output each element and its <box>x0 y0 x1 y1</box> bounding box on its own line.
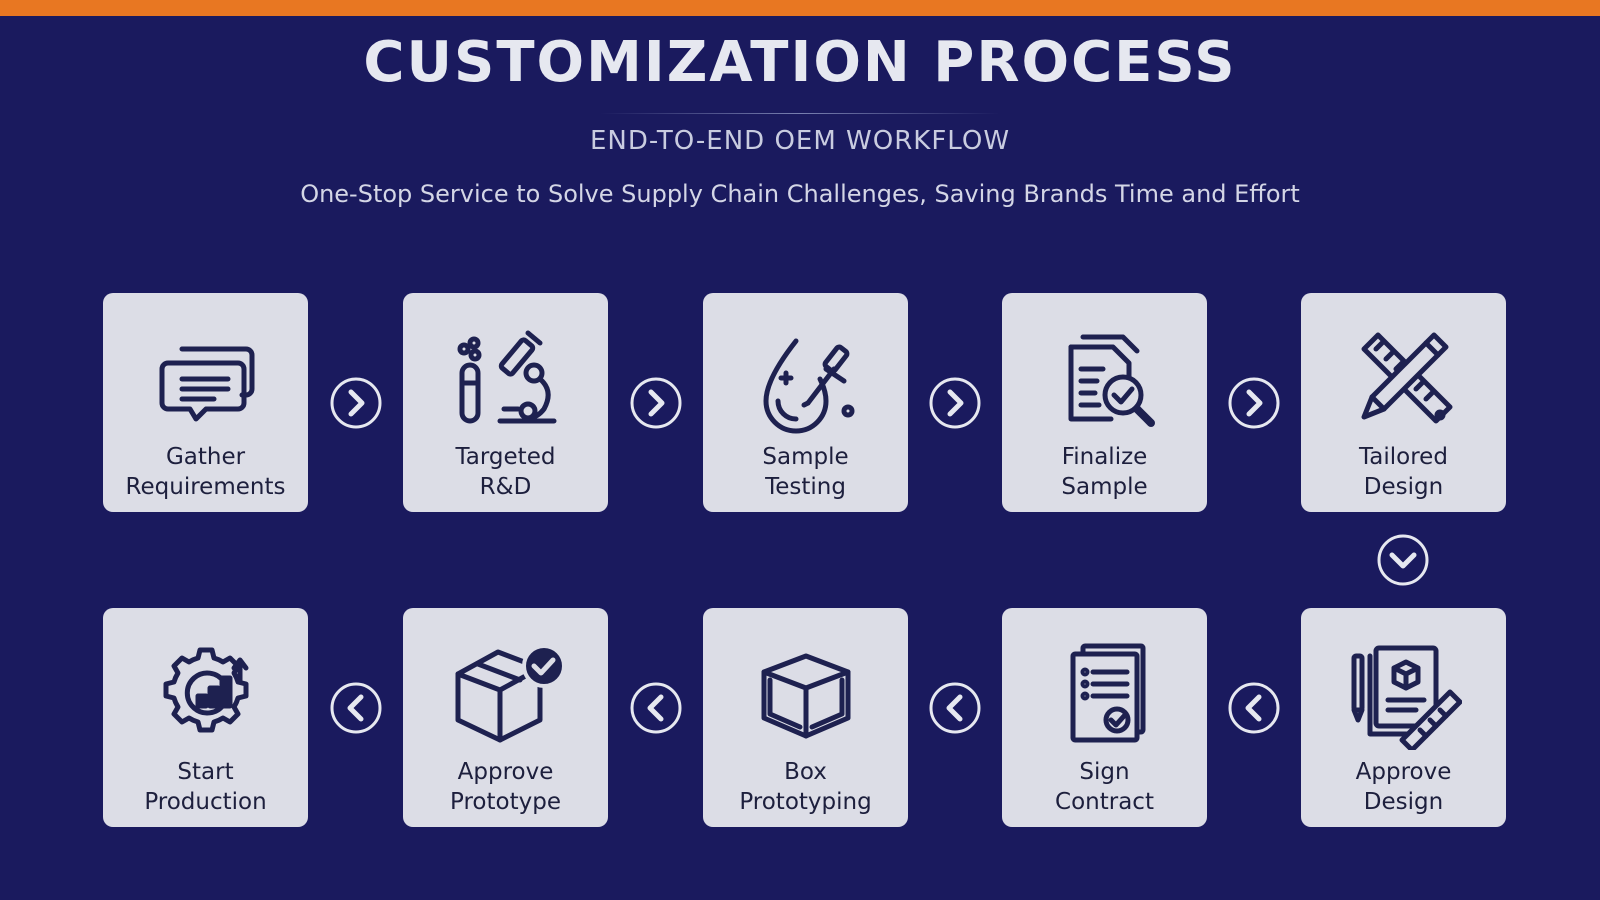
step-card-approve-prototype: Approve Prototype <box>403 608 608 827</box>
chevron-left-circle-icon <box>630 682 682 734</box>
accent-top-bar <box>0 0 1600 16</box>
microscope-test-tube-icon <box>448 319 564 435</box>
chevron-right-circle-icon <box>929 377 981 429</box>
box-icon <box>748 634 864 750</box>
step-label-line1: Approve <box>457 759 554 785</box>
ruler-pencil-icon <box>1346 319 1462 435</box>
step-label: Finalize Sample <box>1002 442 1207 502</box>
step-card-gather-requirements: Gather Requirements <box>103 293 308 512</box>
step-card-targeted-rd: Targeted R&D <box>403 293 608 512</box>
step-label-line1: Approve <box>1355 759 1452 785</box>
step-label-line2: Testing <box>765 474 846 500</box>
chevron-left-circle-icon <box>330 682 382 734</box>
step-label-line2: Design <box>1363 474 1444 500</box>
step-label-line1: Box <box>784 759 827 785</box>
page-tagline: One-Stop Service to Solve Supply Chain C… <box>300 180 1300 208</box>
step-label: Tailored Design <box>1301 442 1506 502</box>
gear-chart-icon <box>148 634 264 750</box>
chevron-right-circle-icon <box>1228 377 1280 429</box>
contract-check-icon <box>1047 634 1163 750</box>
chat-bubbles-icon <box>148 319 264 435</box>
step-card-sign-contract: Sign Contract <box>1002 608 1207 827</box>
page-title: CUSTOMIZATION PROCESS <box>363 30 1237 95</box>
step-label-line2: R&D <box>479 474 532 500</box>
step-label: Approve Prototype <box>403 757 608 817</box>
step-card-box-prototyping: Box Prototyping <box>703 608 908 827</box>
page-subtitle: END-TO-END OEM WORKFLOW <box>589 126 1011 156</box>
step-label: Start Production <box>103 757 308 817</box>
step-label-line2: Prototyping <box>739 789 872 815</box>
step-label-line1: Sample <box>762 444 849 470</box>
dropper-drop-icon <box>748 319 864 435</box>
chevron-down-circle-icon <box>1377 534 1429 586</box>
step-label-line2: Prototype <box>450 789 561 815</box>
step-label-line1: Finalize <box>1061 444 1148 470</box>
chevron-left-circle-icon <box>929 682 981 734</box>
step-label-line1: Gather <box>165 444 246 470</box>
step-label-line1: Tailored <box>1359 444 1448 470</box>
step-card-tailored-design: Tailored Design <box>1301 293 1506 512</box>
title-divider <box>600 113 1000 114</box>
step-label-line1: Start <box>177 759 234 785</box>
step-label: Box Prototyping <box>703 757 908 817</box>
step-label: Targeted R&D <box>403 442 608 502</box>
chevron-right-circle-icon <box>630 377 682 429</box>
step-label-line2: Contract <box>1055 789 1154 815</box>
chevron-left-circle-icon <box>1228 682 1280 734</box>
document-magnifier-check-icon <box>1047 319 1163 435</box>
step-card-start-production: Start Production <box>103 608 308 827</box>
step-label: Sample Testing <box>703 442 908 502</box>
step-card-finalize-sample: Finalize Sample <box>1002 293 1207 512</box>
step-card-sample-testing: Sample Testing <box>703 293 908 512</box>
step-label-line2: Design <box>1363 789 1444 815</box>
step-label: Approve Design <box>1301 757 1506 817</box>
step-label: Gather Requirements <box>103 442 308 502</box>
box-check-icon <box>448 634 564 750</box>
step-label-line2: Sample <box>1061 474 1148 500</box>
blueprint-ruler-icon <box>1346 634 1462 750</box>
step-label-line2: Production <box>144 789 267 815</box>
step-label-line1: Targeted <box>455 444 556 470</box>
step-card-approve-design: Approve Design <box>1301 608 1506 827</box>
step-label-line2: Requirements <box>125 474 286 500</box>
step-label: Sign Contract <box>1002 757 1207 817</box>
chevron-right-circle-icon <box>330 377 382 429</box>
step-label-line1: Sign <box>1079 759 1130 785</box>
